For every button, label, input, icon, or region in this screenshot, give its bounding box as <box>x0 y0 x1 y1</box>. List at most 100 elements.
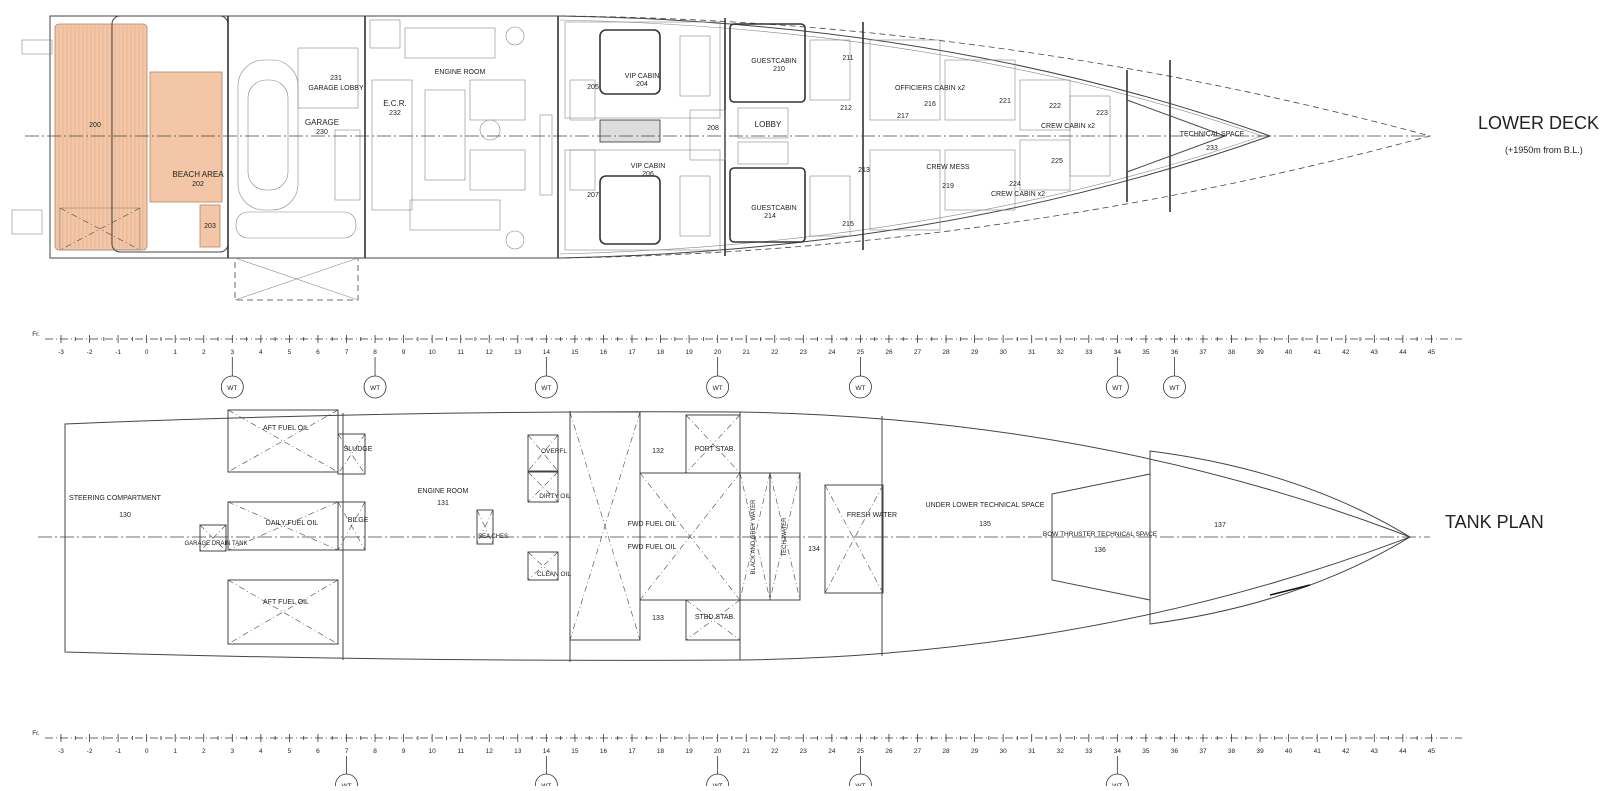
room-208-label: 208 <box>707 125 719 132</box>
frame-label: -2 <box>87 349 93 356</box>
frame-label: 30 <box>1000 748 1008 755</box>
room-205-label: 205 <box>587 84 599 91</box>
frame-label: 27 <box>914 349 922 356</box>
tank-cell-0 <box>227 409 339 473</box>
frame-label: 36 <box>1171 349 1179 356</box>
frame-label: 6 <box>316 748 320 755</box>
frame-label: 30 <box>1000 349 1008 356</box>
frame-label: 41 <box>1314 349 1322 356</box>
frame-label: 38 <box>1228 748 1236 755</box>
beach-area-label: BEACH AREA <box>172 170 224 179</box>
frame-label: 29 <box>971 349 979 356</box>
wt-label: WT <box>227 385 237 392</box>
vip-cabin-2-label: VIP CABIN <box>631 163 666 170</box>
guest-cabin-1-number: 210 <box>773 66 785 73</box>
fresh-water-label: FRESH WATER <box>847 512 897 519</box>
frame-label: 26 <box>885 748 893 755</box>
frame-label: 12 <box>486 349 494 356</box>
tank-cell-13 <box>685 599 741 641</box>
frame-label: 1 <box>173 349 177 356</box>
frame-label: -2 <box>87 748 93 755</box>
frame-label: 20 <box>714 748 722 755</box>
vip-cabin-1-label: VIP CABIN <box>625 73 660 80</box>
room-224-label: 224 <box>1009 181 1021 188</box>
garage-label: GARAGE <box>305 118 339 127</box>
aft-fuel-2-label: AFT FUEL OIL <box>263 599 309 606</box>
frame-label: 21 <box>743 349 751 356</box>
wt-bulkhead-marker <box>1163 375 1186 399</box>
frame-prefix: Fr. <box>32 331 40 338</box>
frame-label: 32 <box>1057 748 1065 755</box>
tank-cell-7 <box>527 434 559 472</box>
bilge-label: BILGE <box>348 517 369 524</box>
tank-plan-hull <box>64 411 1412 661</box>
beach-area-hatch <box>59 207 141 251</box>
tank-cell-15 <box>769 472 801 601</box>
frame-label: 5 <box>288 748 292 755</box>
frame-label: 3 <box>230 748 234 755</box>
frame-label: 40 <box>1285 349 1293 356</box>
ecr-number: 232 <box>389 110 401 117</box>
frame-label: 8 <box>373 349 377 356</box>
guest-cabins <box>689 23 851 243</box>
bow-thruster-label: BOW THRUSTER TECHNICAL SPACE <box>1043 531 1158 538</box>
tank-132-label: 132 <box>652 448 664 455</box>
garage-number: 230 <box>316 129 328 136</box>
bow-space-outline <box>1149 450 1411 625</box>
lower-deck-subtitle: (+1950m from B.L.) <box>1505 145 1583 155</box>
room-203-label: 203 <box>204 223 216 230</box>
frame-label: 24 <box>828 349 836 356</box>
frame-label: 20 <box>714 349 722 356</box>
lower-deck-plan: 200 BEACH AREA 202 203 231 GARAGE LOBBY … <box>11 15 1599 301</box>
wt-bulkhead-marker <box>220 375 244 399</box>
frame-label: 13 <box>514 349 522 356</box>
room-221-label: 221 <box>999 98 1011 105</box>
frame-label: 34 <box>1114 748 1122 755</box>
frame-label: 13 <box>514 748 522 755</box>
vip-cabin-2-number: 206 <box>642 171 654 178</box>
room-223-label: 223 <box>1096 110 1108 117</box>
room-200-label: 200 <box>89 122 101 129</box>
guest-cabin-2-number: 214 <box>764 213 776 220</box>
room-225-label: 225 <box>1051 158 1063 165</box>
frame-label: 0 <box>145 349 149 356</box>
inner-hull-line <box>559 19 1263 255</box>
frame-label: 42 <box>1342 748 1350 755</box>
frame-label: 31 <box>1028 349 1036 356</box>
garage-lobby-label: GARAGE LOBBY <box>308 85 364 92</box>
sludge-label: SLUDGE <box>344 446 373 453</box>
officers-cabin-number: 216 <box>924 101 936 108</box>
frame-label: 35 <box>1142 748 1150 755</box>
frame-label: 43 <box>1371 349 1379 356</box>
frame-label: 14 <box>543 748 551 755</box>
tank-cell-5 <box>199 524 227 552</box>
frame-label: 11 <box>457 349 464 356</box>
room-203-floor <box>199 204 221 248</box>
frame-label: 16 <box>600 349 608 356</box>
frame-label: 45 <box>1428 349 1436 356</box>
crew-cabin-1-label: CREW CABIN x2 <box>1041 123 1095 130</box>
frame-label: 22 <box>771 349 779 356</box>
frame-label: 7 <box>345 748 349 755</box>
frame-label: 35 <box>1142 349 1150 356</box>
bow-thruster-outline <box>1051 473 1151 601</box>
crew-mess-number: 219 <box>942 183 954 190</box>
garage-drain-label: GARAGE DRAIN TANK <box>184 541 247 547</box>
fwd-fuel-1-label: FWD FUEL OIL <box>628 521 677 528</box>
tank-cell-12 <box>685 414 741 474</box>
room-212-label: 212 <box>840 105 852 112</box>
frame-label: 19 <box>685 349 693 356</box>
transom-ladder <box>11 209 43 235</box>
frame-label: 37 <box>1199 748 1207 755</box>
guest-cabin-1-label: GUESTCABIN <box>751 58 797 65</box>
room-215-label: 215 <box>842 221 854 228</box>
frame-label: 23 <box>800 748 808 755</box>
engine-room-machinery <box>369 19 553 250</box>
steering-number: 130 <box>119 512 131 519</box>
tank-cell-8 <box>527 471 559 503</box>
aft-fuel-1-label: AFT FUEL OIL <box>263 425 309 432</box>
sea-chest-label: SEA CHES <box>478 534 508 540</box>
jet-ski-outline <box>235 211 357 239</box>
